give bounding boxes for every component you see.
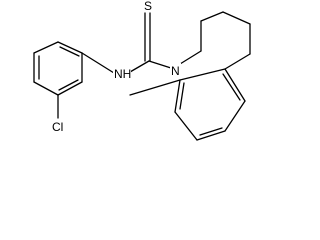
bond <box>179 68 226 81</box>
bond <box>224 100 246 132</box>
bond <box>174 111 198 141</box>
bond <box>174 79 181 113</box>
bond <box>200 11 224 22</box>
bond-ring-to-nh <box>81 52 115 74</box>
aromatic-double-bond <box>199 127 223 136</box>
sulfur-label: S <box>144 0 152 13</box>
atom-label-ring-nitrogen: N <box>170 63 181 78</box>
atom-label-sulfur: S <box>143 0 153 13</box>
amine-label: NH <box>114 67 131 81</box>
bond <box>33 41 59 54</box>
methyl-bond <box>129 79 181 96</box>
chlorophenyl-ring <box>33 41 83 96</box>
chemical-structure: S NH N Cl <box>33 0 251 141</box>
atom-label-amine: NH <box>113 66 131 81</box>
tetrahydroquinoline-system <box>174 11 251 141</box>
bond <box>57 41 83 54</box>
chlorine-label: Cl <box>52 120 63 134</box>
bond <box>222 11 251 25</box>
bond <box>196 130 226 141</box>
bond-thiocarbonyl-to-n <box>148 60 172 69</box>
bond <box>179 50 202 65</box>
ring-nitrogen-label: N <box>171 64 180 78</box>
bond-nh-to-thiocarbonyl <box>129 60 150 73</box>
aromatic-double-bond <box>58 79 79 91</box>
bond <box>224 53 251 70</box>
aromatic-double-bond <box>59 46 80 57</box>
bond <box>33 81 59 96</box>
atom-label-chlorine: Cl <box>52 119 67 134</box>
bond <box>57 81 83 96</box>
bond <box>224 68 246 102</box>
aromatic-double-bond <box>222 73 241 101</box>
aromatic-double-bond <box>179 82 185 110</box>
